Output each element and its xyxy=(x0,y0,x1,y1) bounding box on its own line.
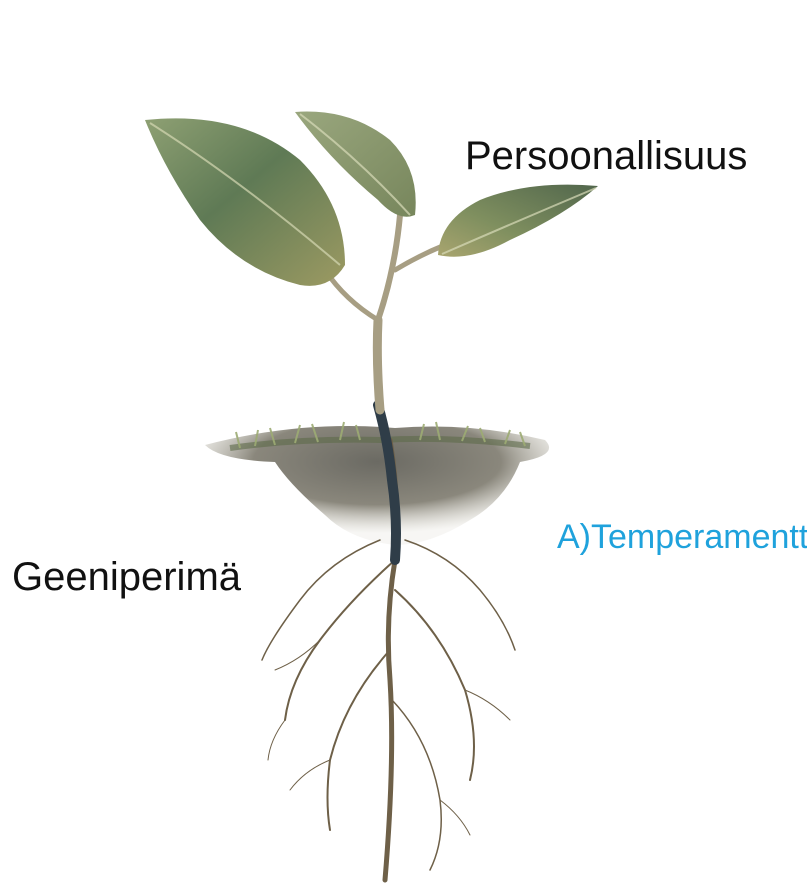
soil xyxy=(205,426,549,545)
label-temperament: A)Temperamentti xyxy=(557,520,807,554)
label-personality: Persoonallisuus xyxy=(465,136,747,176)
leaf-left xyxy=(145,118,345,286)
label-genes: Geeniperimä xyxy=(12,557,241,597)
leaf-right xyxy=(438,185,598,257)
